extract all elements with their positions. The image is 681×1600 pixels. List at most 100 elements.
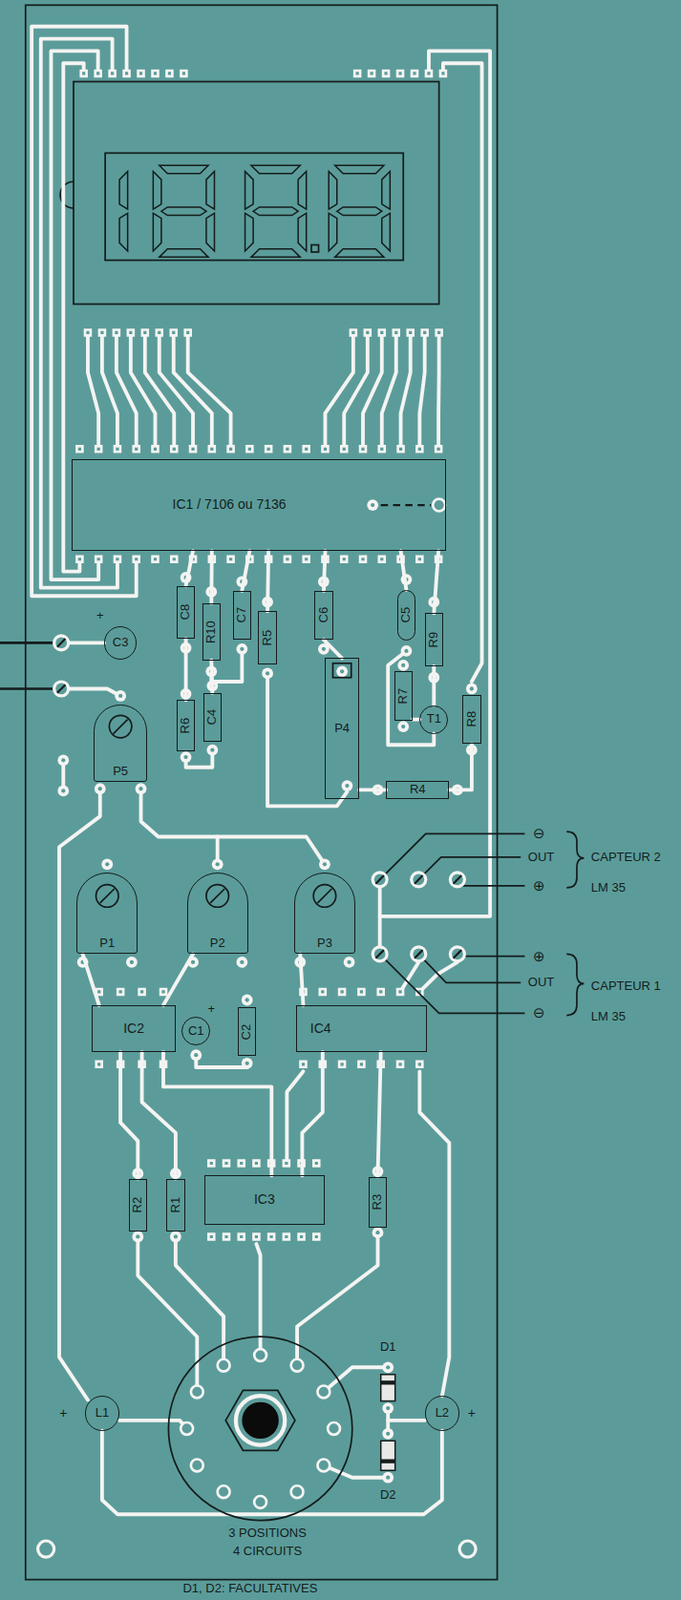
component-label: IC4	[309, 1021, 333, 1037]
pcb-trace	[431, 666, 436, 706]
part-name: D1	[379, 1340, 398, 1355]
pcb-trace	[120, 1052, 138, 1180]
polarity-mark: +	[467, 1406, 477, 1422]
component-label: P3	[316, 936, 334, 951]
pcb-trace	[448, 744, 472, 790]
sensor-name: CAPTEUR 2	[590, 851, 662, 865]
pcb-trace	[186, 551, 193, 586]
pcb-trace	[211, 660, 213, 694]
capacitor-body: C8	[176, 586, 195, 640]
component-label: T1	[425, 712, 443, 726]
resistor-body: R5	[257, 611, 277, 665]
component-label: C3	[111, 636, 130, 650]
trimmer-body: P3	[294, 872, 356, 956]
component-label: C5	[399, 606, 413, 625]
resistor-body: R8	[462, 695, 481, 745]
component-label: P5	[111, 765, 129, 779]
component-label: P4	[333, 722, 351, 736]
component-label: C8	[178, 603, 192, 622]
component-label: C2	[240, 1022, 255, 1042]
component-label: R10	[204, 619, 218, 645]
pcb-trace	[412, 718, 420, 723]
component-label: P1	[98, 936, 116, 951]
pin-name: ⊕	[532, 948, 547, 965]
part-name: D2	[379, 1489, 398, 1503]
pcb-trace	[163, 955, 193, 1006]
led-body: L1	[85, 1396, 120, 1431]
capacitor-body: C4	[203, 693, 222, 743]
polarity-mark: +	[95, 608, 106, 622]
component-label: R7	[396, 687, 410, 706]
component-label: C6	[317, 606, 331, 625]
component-label: C7	[234, 606, 249, 625]
pcb-trace	[163, 1052, 272, 1176]
resistor-body: R6	[176, 700, 195, 751]
led-body: L2	[425, 1396, 460, 1431]
component-label: R3	[370, 1193, 384, 1213]
trimmer-body: P1	[76, 872, 138, 956]
pcb-trace	[142, 1052, 176, 1180]
trimmer-body: P4	[324, 658, 360, 800]
pin-name: ⊕	[532, 878, 547, 895]
sensor-name: CAPTEUR 1	[590, 978, 662, 993]
pcb-trace	[267, 551, 269, 612]
pcb-trace	[299, 955, 303, 1006]
pcb-trace	[359, 787, 386, 792]
component-label: R9	[426, 631, 441, 650]
pcb-trace	[209, 551, 213, 604]
pcb-trace	[241, 551, 250, 592]
trimmer-body: P5	[93, 704, 148, 783]
pcb-trace	[323, 639, 342, 659]
pcb-trace	[378, 1052, 382, 1177]
pcb-trace	[83, 955, 100, 1006]
trimmer-body: P2	[187, 872, 249, 956]
component-label: R6	[178, 717, 192, 736]
pcb-trace	[433, 551, 439, 614]
polarity-mark: +	[58, 1406, 68, 1422]
pin-name: ⊖	[532, 826, 547, 843]
footnote: D1, D2: FACULTATIVES	[181, 1582, 319, 1597]
resistor-body: R10	[202, 603, 221, 661]
pin-name: OUT	[527, 976, 555, 990]
pcb-trace	[323, 551, 326, 592]
pcb-trace	[301, 1052, 322, 1176]
switch-note: 4 CIRCUITS	[232, 1545, 303, 1559]
component-label: IC2	[122, 1021, 146, 1037]
ic-package: IC1 / 7106 ou 7136	[71, 459, 447, 552]
resistor-body: R7	[394, 671, 413, 721]
capacitor-body: C6	[314, 591, 333, 640]
component-label: R4	[408, 783, 427, 797]
capacitor-body: C7	[233, 591, 252, 640]
pcb-trace	[401, 551, 407, 591]
resistor-body: R4	[385, 781, 449, 800]
resistor-body: R9	[425, 613, 444, 667]
switch-note: 3 POSITIONS	[227, 1526, 308, 1540]
pcb-trace	[184, 638, 189, 701]
sensor-type: LM 35	[590, 881, 627, 895]
resistor-body: R1	[166, 1179, 185, 1234]
electrolytic-capacitor: C1	[181, 1017, 211, 1046]
sensor-type: LM 35	[590, 1010, 627, 1024]
polarity-mark: +	[206, 1002, 216, 1017]
capacitor-body: C5	[397, 590, 416, 641]
component-label: C4	[205, 708, 219, 727]
component-label: R5	[260, 629, 275, 648]
ic-package: IC4	[296, 1005, 427, 1053]
component-label: P2	[209, 936, 227, 951]
resistor-body: R2	[128, 1179, 148, 1234]
component-label: L1	[94, 1406, 110, 1421]
ic-package: IC2	[91, 1005, 176, 1053]
component-label: R8	[465, 710, 479, 729]
component-label: L2	[434, 1406, 450, 1421]
resistor-body: R3	[368, 1177, 387, 1229]
transistor-body: T1	[419, 705, 448, 735]
component-label: IC1 / 7106 ou 7136	[171, 497, 288, 512]
pin-name: OUT	[527, 851, 555, 865]
component-label: C1	[187, 1024, 206, 1039]
ic-package: IC3	[204, 1175, 325, 1225]
capacitor-body: C2	[237, 1007, 256, 1057]
electrolytic-capacitor: C3	[104, 626, 137, 660]
